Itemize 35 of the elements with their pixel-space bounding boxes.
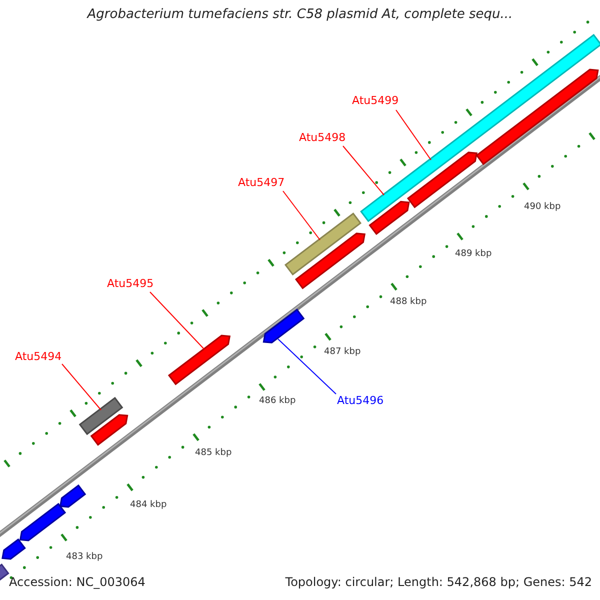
- leader-line: [396, 110, 432, 160]
- scale-label: 486 kbp: [259, 395, 296, 408]
- map-title: Agrobacterium tumefaciens str. C58 plasmid At, complete sequ...: [86, 8, 514, 22]
- scale-label: 485 kbp: [195, 447, 232, 460]
- gene-label: Atu5496: [337, 394, 384, 408]
- leader-line: [282, 190, 320, 240]
- gene-feature-bar: [78, 396, 124, 436]
- gene-feature: [2, 538, 26, 560]
- scale-label: 488 kbp: [390, 296, 427, 309]
- gene-label: Atu5498: [299, 131, 346, 145]
- scale-label: 484 kbp: [130, 499, 167, 512]
- gene-label: Atu5499: [352, 94, 399, 108]
- gene-feature: [90, 414, 128, 446]
- gene-feature: [0, 564, 10, 583]
- scale-label: 490 kbp: [524, 201, 561, 214]
- gene-feature: [406, 152, 478, 208]
- leader-line: [342, 146, 384, 196]
- gene-feature: [368, 200, 410, 236]
- leader-line: [278, 338, 336, 394]
- gene-label: Atu5494: [15, 350, 62, 364]
- gene-feature: [294, 232, 366, 290]
- summary-text: Topology: circular; Length: 542,868 bp; Genes: 542: [285, 575, 592, 589]
- gene-feature: [476, 68, 599, 166]
- gene-feature: [59, 484, 86, 508]
- gene-label: Atu5495: [107, 277, 154, 291]
- accession-text: Accession: NC_003064: [9, 575, 146, 589]
- scale-label: 483 kbp: [66, 551, 103, 564]
- gene-label: Atu5497: [238, 176, 285, 190]
- leader-line: [150, 292, 204, 350]
- gene-feature: [262, 308, 305, 344]
- scale-label: 487 kbp: [324, 346, 361, 359]
- gene-feature: [168, 334, 231, 386]
- gene-feature-bar: [284, 212, 362, 276]
- scale-label: 489 kbp: [455, 248, 492, 261]
- gene-feature: [19, 502, 66, 542]
